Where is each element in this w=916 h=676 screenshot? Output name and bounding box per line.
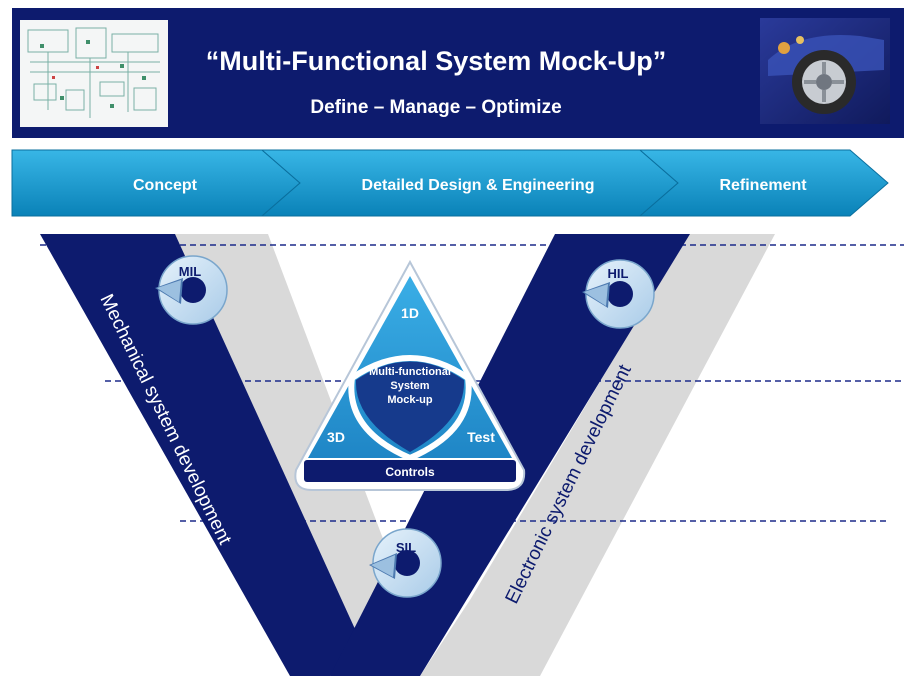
phase-label-refinement: Refinement (719, 177, 807, 194)
controls-bar (304, 460, 516, 482)
segment-test-label: Test (467, 429, 495, 445)
v-shadow-left (170, 234, 425, 676)
controls-label: Controls (385, 465, 435, 479)
sil-label: SIL (396, 540, 416, 555)
mock-up-core (355, 361, 465, 452)
page-subtitle: Define – Manage – Optimize (310, 97, 561, 118)
phase-arrow-concept: Concept (11, 149, 301, 217)
segment-1d-label: 1D (401, 305, 419, 321)
phase-arrow-refinement: Refinement (638, 149, 889, 217)
core-label-line2: System (390, 380, 429, 392)
vehicle-wheel-image (760, 18, 890, 124)
mil-label: MIL (179, 264, 201, 279)
core-label-line3: Mock-up (387, 394, 433, 406)
hil-label: HIL (608, 266, 629, 281)
hil-loop-icon (582, 259, 655, 329)
phase-arrow-detailed-design: Detailed Design & Engineering (260, 149, 679, 217)
phase-label-concept: Concept (133, 177, 198, 194)
schematic-thumbnail-image (20, 20, 168, 127)
core-label-line1: Multi-functional (369, 366, 451, 378)
sil-loop-icon (369, 528, 442, 598)
segment-3d-label: 3D (327, 429, 345, 445)
v-left-arm (40, 234, 360, 676)
mock-up-triangle (294, 259, 526, 491)
page-title: “Multi-Functional System Mock-Up” (206, 46, 667, 76)
v-shadow-right (420, 234, 775, 676)
mil-loop-icon (155, 255, 228, 325)
phase-label-detailed-design: Detailed Design & Engineering (362, 177, 595, 194)
